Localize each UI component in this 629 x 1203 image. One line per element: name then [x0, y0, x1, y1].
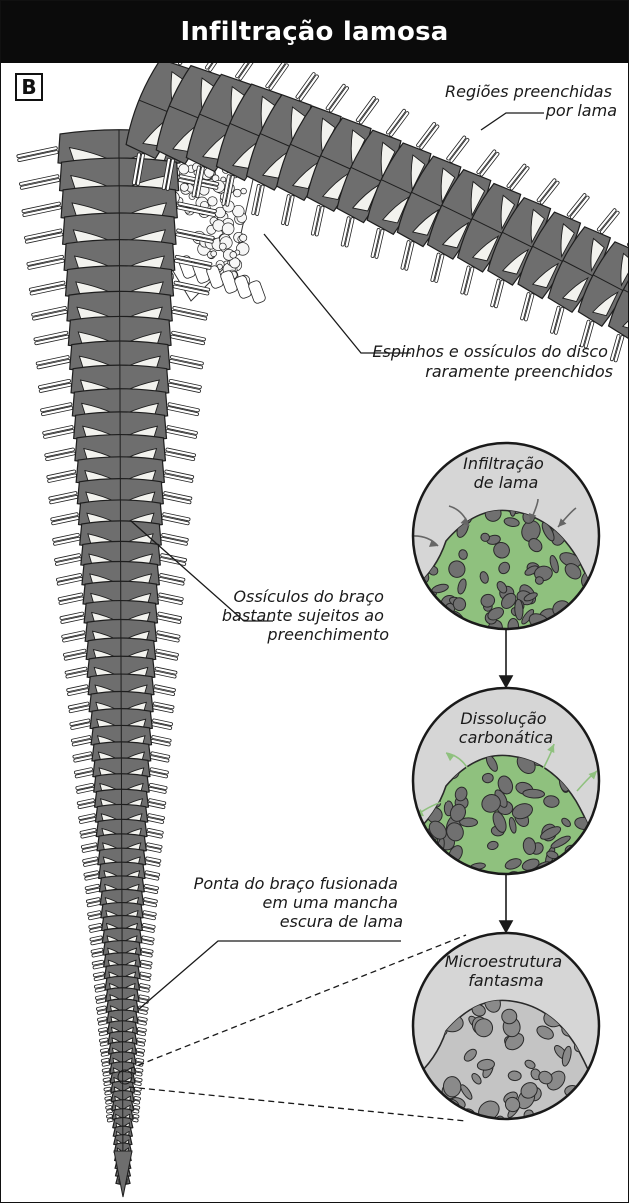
label-mud-regions: Regiões preenchidas por lama: [445, 82, 617, 120]
label-arm-tip: Ponta do braço fusionada em uma mancha e…: [194, 874, 403, 931]
stage-1-title: Infiltração de lama: [463, 454, 549, 492]
leader-disc-spines: [264, 234, 411, 353]
leader-arm-tip: [139, 941, 401, 1009]
leader-mud-regions: [481, 113, 544, 130]
zoom-line-bottom: [129, 1087, 466, 1121]
stage-2-title: Dissolução carbonática: [459, 709, 553, 747]
stage-ghost-microstructure: Microestrutura fantasma: [411, 933, 610, 1165]
label-arm-ossicles: Ossículos do braço bastante sujeitos ao …: [222, 587, 389, 644]
down-arrow-icon: [500, 676, 512, 687]
vertical-arm: [17, 130, 222, 1197]
label-disc-spines: Espinhos e ossículos do disco raramente …: [372, 342, 613, 381]
down-arrow-icon: [500, 921, 512, 932]
stage-infiltration: Infiltração de lama: [402, 443, 608, 671]
